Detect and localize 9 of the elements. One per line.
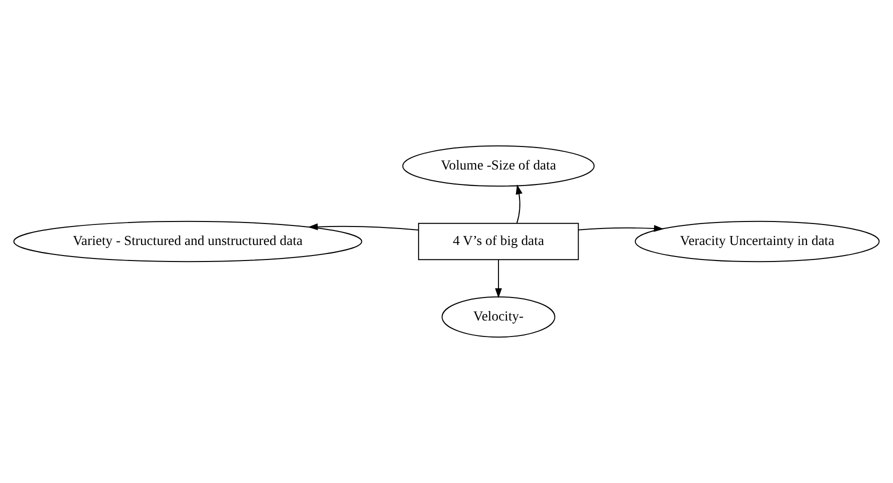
node-ellipse: Velocity- <box>442 296 556 338</box>
node-ellipse: Variety - Structured and unstructured data <box>13 220 362 262</box>
node-box: 4 V’s of big data <box>418 222 579 260</box>
arrow <box>516 184 522 224</box>
node-ellipse: Volume -Size of data <box>402 145 595 187</box>
node-ellipse: Veracity Uncertainty in data <box>634 220 880 262</box>
arrow <box>308 223 419 230</box>
arrow <box>495 259 502 298</box>
arrow <box>578 225 664 232</box>
